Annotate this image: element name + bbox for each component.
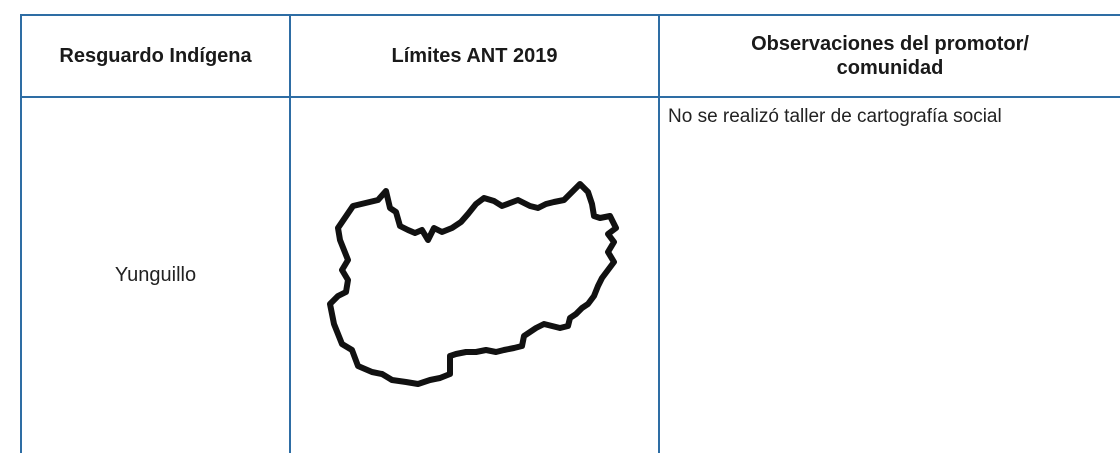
header-observaciones: Observaciones del promotor/ comunidad: [660, 16, 1120, 96]
resguardo-name-cell: Yunguillo: [22, 98, 289, 453]
observation-text: No se realizó taller de cartografía soci…: [668, 106, 1002, 127]
left-border: [20, 14, 22, 453]
header-limites: Límites ANT 2019: [291, 16, 658, 96]
header-bottom-border: [20, 96, 1120, 98]
header-resguardo: Resguardo Indígena: [22, 16, 289, 96]
territory-boundary-icon: [318, 178, 628, 400]
table-top-border: [20, 14, 1120, 16]
column-divider-1: [289, 14, 291, 453]
header-resguardo-label: Resguardo Indígena: [59, 45, 252, 67]
resguardo-name: Yunguillo: [114, 264, 197, 286]
column-divider-2: [658, 14, 660, 453]
header-observaciones-line2: comunidad: [836, 57, 944, 79]
header-limites-label: Límites ANT 2019: [391, 45, 558, 67]
header-observaciones-line1: Observaciones del promotor/: [751, 33, 1029, 55]
